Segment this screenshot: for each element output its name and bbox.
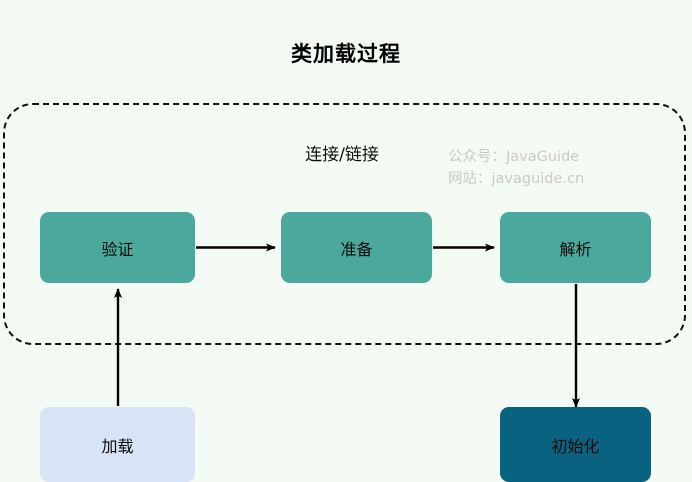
watermark-line-2: 网站：javaguide.cn [448, 171, 585, 187]
node-load-label: 加载 [101, 436, 134, 456]
node-prepare-label: 准备 [340, 239, 373, 259]
connection-phase-label: 连接/链接 [305, 145, 379, 165]
node-load[interactable]: 加载 [40, 407, 195, 482]
watermark-line-1: 公众号：JavaGuide [448, 149, 580, 165]
node-verify-label: 验证 [101, 239, 134, 259]
node-verify[interactable]: 验证 [40, 212, 195, 283]
node-resolve-label: 解析 [559, 239, 592, 259]
node-init[interactable]: 初始化 [500, 407, 651, 482]
node-resolve[interactable]: 解析 [500, 212, 651, 283]
connection-phase-group [3, 103, 686, 345]
node-init-label: 初始化 [551, 436, 600, 456]
page-title: 类加载过程 [291, 42, 401, 66]
watermark: 公众号：JavaGuide 网站：javaguide.cn [448, 146, 584, 190]
node-prepare[interactable]: 准备 [281, 212, 432, 283]
